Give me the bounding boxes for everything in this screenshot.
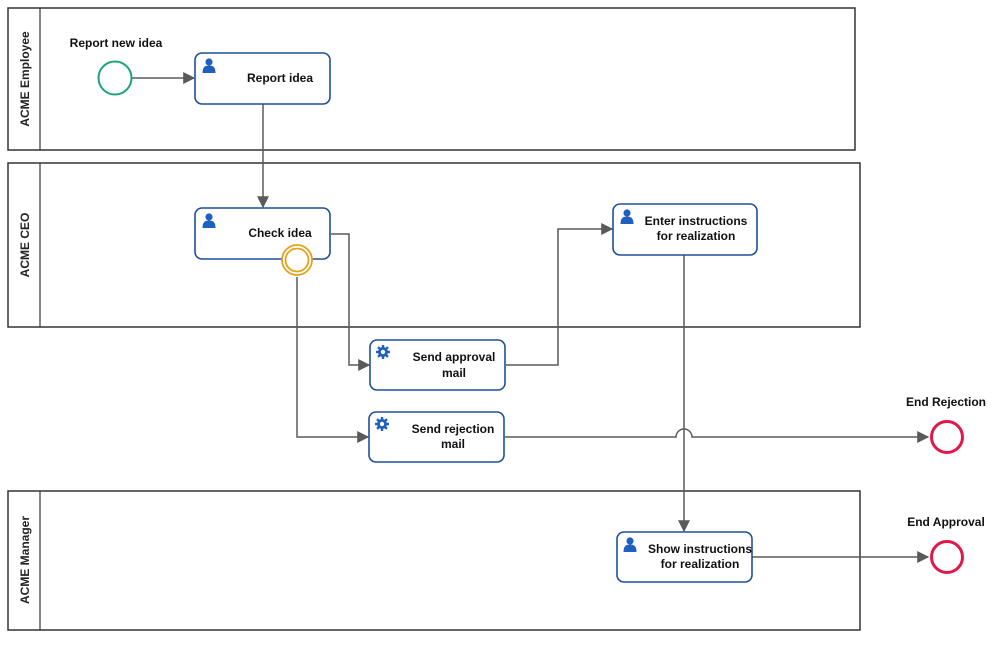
task-label-line1: Send rejection bbox=[412, 422, 495, 436]
task-label-line1: Send approval bbox=[413, 350, 496, 364]
end-event-approval[interactable] bbox=[930, 540, 964, 574]
lane-acme-employee: ACME Employee bbox=[7, 7, 856, 151]
flow-check-to-approval[interactable] bbox=[331, 233, 371, 371]
flow-boundary-to-rejection[interactable] bbox=[296, 277, 370, 443]
gear-icon bbox=[376, 345, 390, 359]
lane-label-acme-ceo: ACME CEO bbox=[18, 213, 32, 278]
lane-acme-manager: ACME Manager bbox=[7, 490, 861, 631]
task-label-line2: mail bbox=[441, 437, 465, 451]
gear-icon bbox=[375, 417, 389, 431]
task-send-rejection-mail[interactable]: Send rejection mail bbox=[368, 411, 505, 463]
start-event-label: Report new idea bbox=[70, 36, 163, 50]
task-label: Report idea bbox=[247, 71, 313, 85]
end-rejection-label: End Rejection bbox=[906, 395, 986, 409]
task-label-line2: mail bbox=[442, 366, 466, 380]
task-report-idea[interactable]: Report idea bbox=[194, 52, 331, 105]
task-label: Check idea bbox=[248, 226, 312, 240]
task-label-line2: for realization bbox=[661, 557, 740, 571]
end-approval-label: End Approval bbox=[907, 515, 985, 529]
end-event-rejection[interactable] bbox=[930, 420, 964, 454]
flow-rejection-to-end[interactable] bbox=[505, 428, 930, 443]
task-label-line1: Enter instructions bbox=[645, 214, 748, 228]
sequence-flows bbox=[132, 72, 930, 563]
lane-label-acme-employee: ACME Employee bbox=[18, 31, 32, 127]
task-send-approval-mail[interactable]: Send approval mail bbox=[369, 339, 506, 391]
lane-label-acme-manager: ACME Manager bbox=[18, 516, 32, 604]
flow-approval-to-instructions[interactable] bbox=[506, 223, 614, 366]
start-event[interactable] bbox=[97, 60, 133, 96]
boundary-event[interactable] bbox=[281, 244, 313, 276]
task-label-line2: for realization bbox=[657, 229, 736, 243]
task-label-line1: Show instructions bbox=[648, 542, 752, 556]
task-enter-instructions[interactable]: Enter instructions for realization bbox=[612, 203, 758, 256]
task-show-instructions[interactable]: Show instructions for realization bbox=[616, 531, 753, 583]
